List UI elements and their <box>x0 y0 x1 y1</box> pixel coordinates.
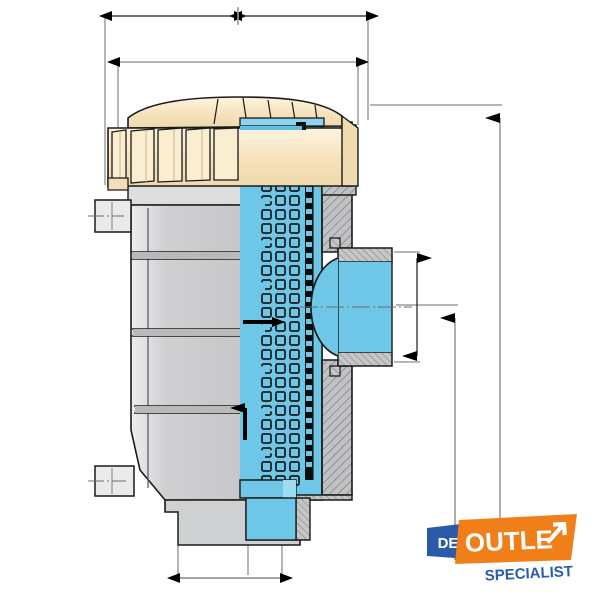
de-outlet-specialist-logo: DE OUTLE SPECIALIST <box>425 512 585 584</box>
logo-arrow-icon <box>545 521 567 544</box>
side-outlet-port-right <box>300 237 412 377</box>
outlet-port-lower-left <box>88 465 135 497</box>
logo-outlet-text: OUTLE <box>464 524 553 558</box>
inlet-port-upper-left <box>88 199 132 233</box>
basket-foot <box>239 479 311 541</box>
dim-top-overall-width <box>99 7 379 25</box>
dim-right-overall-height <box>370 104 502 560</box>
logo-de-text: DE <box>438 535 459 552</box>
dim-port-diameter <box>394 251 432 363</box>
logo-outlet-banner: OUTLE <box>455 514 577 564</box>
logo-specialist-text: SPECIALIST <box>484 563 573 584</box>
threaded-lid <box>107 96 359 191</box>
basket-rim <box>239 117 325 130</box>
